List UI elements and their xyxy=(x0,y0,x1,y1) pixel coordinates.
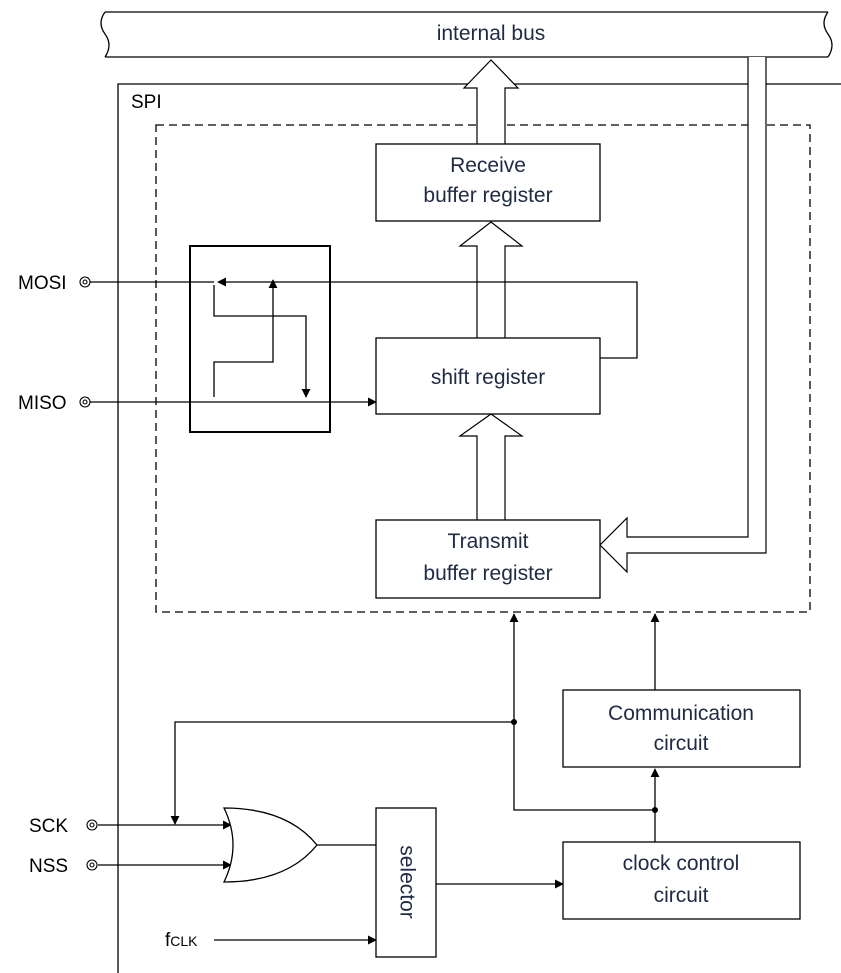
communication-circuit xyxy=(562,689,801,768)
pin-sck: SCK xyxy=(29,816,98,837)
transmit-buffer-register xyxy=(375,519,601,599)
pin-nss-terminal xyxy=(86,859,98,871)
junction-dot xyxy=(652,807,658,813)
or-gate xyxy=(222,807,318,883)
switch-path-mosi-to-miso xyxy=(213,285,311,398)
selector xyxy=(375,807,437,958)
communication-circuit-label-1: Communication xyxy=(608,702,754,725)
clock-control-circuit-label-2: circuit xyxy=(654,884,709,907)
selector-label: selector xyxy=(395,845,418,919)
pin-mosi-label: MOSI xyxy=(18,273,67,294)
master-slave-switch xyxy=(189,245,331,433)
clock-feedback-line xyxy=(513,722,655,811)
spi-frame xyxy=(117,83,841,973)
receive-buffer-label-1: Receive xyxy=(450,154,526,177)
shift-register-label: shift register xyxy=(431,366,545,389)
clock-control-circuit-label-1: clock control xyxy=(623,852,740,875)
pin-miso: MISO xyxy=(18,393,91,414)
internal-bus-label: internal bus xyxy=(437,22,546,45)
pin-nss-label: NSS xyxy=(29,856,68,877)
pin-mosi: MOSI xyxy=(18,273,91,294)
bus-arrow-bus-to-transmit xyxy=(599,57,767,574)
shift-register xyxy=(375,337,601,415)
pin-sck-terminal xyxy=(86,819,98,831)
pin-miso-label: MISO xyxy=(18,393,67,414)
pin-sck-label: SCK xyxy=(29,816,68,837)
clock-to-sck-line xyxy=(170,721,514,825)
junction-dot xyxy=(511,719,517,725)
transmit-buffer-label-2: buffer register xyxy=(423,562,552,585)
clock-control-circuit xyxy=(562,841,801,920)
spi-label: SPI xyxy=(131,92,162,113)
bus-arrow-receive-to-bus xyxy=(462,59,520,144)
pin-miso-terminal xyxy=(79,396,91,408)
transmit-buffer-label-1: Transmit xyxy=(448,530,529,553)
pin-mosi-terminal xyxy=(79,276,91,288)
receive-buffer-register xyxy=(375,143,601,222)
pin-nss: NSS xyxy=(29,856,98,877)
communication-circuit-label-2: circuit xyxy=(654,732,709,755)
bus-arrow-shift-to-receive xyxy=(458,221,524,338)
internal-bus: internal bus xyxy=(100,11,833,58)
fclk-label: fCLK xyxy=(165,930,198,951)
switch-path-miso-to-mosi xyxy=(213,279,278,397)
receive-buffer-label-2: buffer register xyxy=(423,184,552,207)
shift-to-mosi-feedback xyxy=(217,277,638,359)
bus-arrow-transmit-to-shift xyxy=(458,413,524,520)
